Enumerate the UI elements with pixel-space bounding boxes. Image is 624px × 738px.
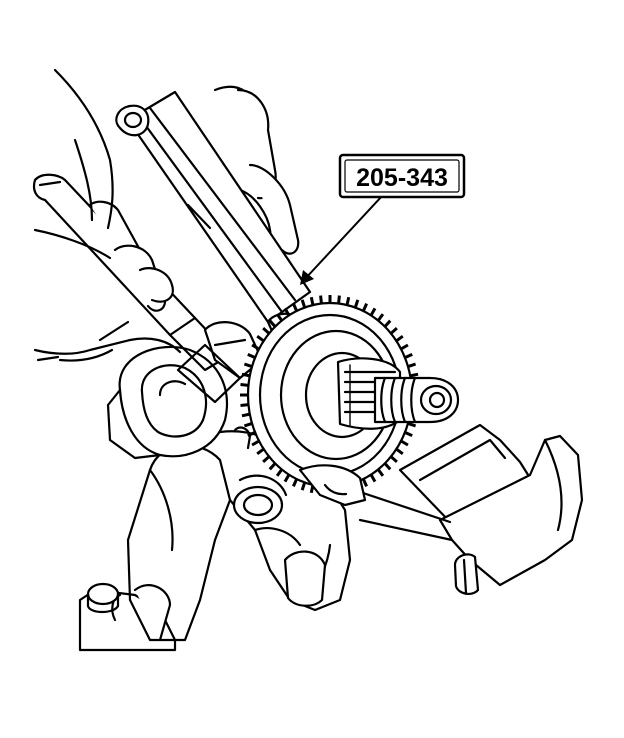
- callout-leader-arrow: [300, 195, 383, 285]
- ring-tooth: [256, 335, 265, 343]
- ring-tooth: [395, 335, 404, 343]
- ring-tooth: [353, 299, 360, 308]
- ring-tooth: [383, 319, 392, 328]
- ring-tooth: [268, 319, 277, 328]
- ring-tooth: [262, 326, 271, 335]
- ring-tooth: [389, 455, 398, 464]
- ring-tooth: [275, 313, 284, 322]
- puller-bar: [115, 90, 312, 404]
- ring-tooth: [404, 431, 413, 438]
- ring-tooth: [407, 362, 417, 368]
- ring-tooth: [369, 307, 377, 317]
- ring-tooth: [400, 343, 409, 351]
- ring-tooth: [361, 303, 368, 312]
- ring-tooth: [268, 462, 277, 471]
- tone-ring: [240, 295, 420, 495]
- ring-tooth: [240, 403, 249, 407]
- ring-tooth: [247, 352, 256, 359]
- ring-tooth: [407, 422, 417, 428]
- ring-tooth: [361, 478, 368, 487]
- ring-tooth: [345, 296, 351, 306]
- ring-tooth: [292, 303, 299, 312]
- ring-tooth: [319, 295, 323, 304]
- ring-tooth: [383, 462, 392, 471]
- ring-tooth: [251, 439, 260, 447]
- ring-tooth: [251, 343, 260, 351]
- bearing-collar: [106, 345, 229, 460]
- ring-tooth: [376, 468, 385, 477]
- ring-tooth: [240, 383, 249, 387]
- ring-tooth: [283, 307, 291, 317]
- ring-tooth: [376, 313, 385, 322]
- hub-flange: [233, 426, 367, 507]
- ring-tooth: [300, 482, 307, 491]
- ring-tooth: [283, 473, 291, 483]
- axle-stub: [373, 376, 460, 424]
- bench-vise: [358, 423, 584, 596]
- tool-number-label: 205-343: [356, 164, 448, 192]
- ring-tooth: [292, 478, 299, 487]
- ring-tooth: [409, 372, 419, 378]
- ring-tooth: [243, 362, 253, 368]
- left-hand: [33, 200, 182, 362]
- ring-tooth: [309, 296, 315, 306]
- ring-tooth: [389, 326, 398, 335]
- ring-tooth: [337, 295, 341, 304]
- ring-tooth: [241, 412, 251, 418]
- ring-tooth: [404, 352, 413, 359]
- ring-tooth: [300, 299, 307, 308]
- ring-tooth: [256, 447, 265, 455]
- ring-tooth: [369, 473, 377, 483]
- ring-tooth: [395, 447, 404, 455]
- ring-tooth: [262, 455, 271, 464]
- ring-tooth: [400, 439, 409, 447]
- tool-number-callout: 205-343: [338, 153, 466, 199]
- ring-tooth: [241, 372, 251, 378]
- ring-tooth: [275, 468, 284, 477]
- ring-tooth: [243, 422, 253, 428]
